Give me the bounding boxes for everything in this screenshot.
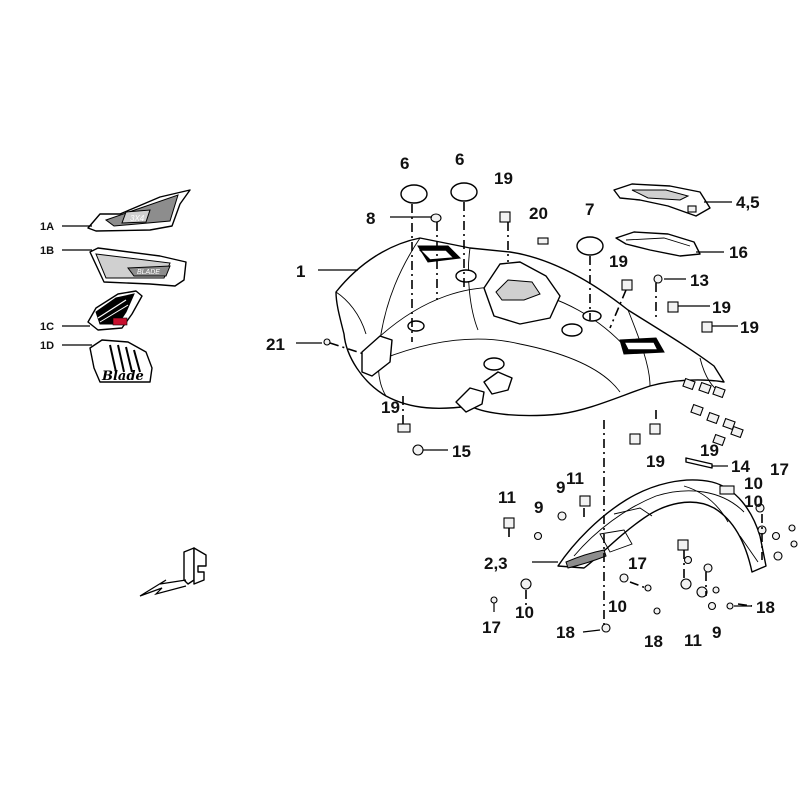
assembly-lines bbox=[329, 202, 763, 628]
callout-18c: 18 bbox=[756, 598, 775, 617]
clip-nuts-19 bbox=[397, 211, 713, 445]
callout-7: 7 bbox=[585, 200, 594, 219]
callout-19b: 19 bbox=[609, 252, 628, 271]
callout-10c: 10 bbox=[744, 474, 763, 493]
strip-14 bbox=[685, 457, 713, 469]
cap-7 bbox=[576, 236, 604, 256]
callout-19e: 19 bbox=[381, 398, 400, 417]
gasket-16 bbox=[615, 231, 701, 257]
decal-1d: Blade bbox=[89, 339, 153, 384]
label-1b: 1B bbox=[40, 245, 54, 257]
callout-21: 21 bbox=[266, 335, 285, 354]
cap-6a bbox=[400, 184, 428, 204]
callout-2-3: 2,3 bbox=[484, 554, 508, 573]
callout-1: 1 bbox=[296, 262, 305, 281]
callout-18b: 18 bbox=[644, 632, 663, 651]
callout-13: 13 bbox=[690, 271, 709, 290]
clip-20 bbox=[537, 237, 549, 245]
label-1d: 1D bbox=[40, 340, 54, 352]
callout-19a: 19 bbox=[494, 169, 513, 188]
decal-1a: 3X4 bbox=[87, 189, 191, 232]
callout-17a: 17 bbox=[482, 618, 501, 637]
cover-4-5 bbox=[613, 183, 711, 217]
callout-19d: 19 bbox=[740, 318, 759, 337]
callout-19c: 19 bbox=[712, 298, 731, 317]
bolt-15 bbox=[412, 444, 430, 456]
leader-lines bbox=[296, 201, 752, 633]
label-1a: 1A bbox=[40, 221, 54, 233]
decal-1c bbox=[87, 290, 143, 331]
label-1c: 1C bbox=[40, 321, 54, 333]
callout-6b: 6 bbox=[455, 150, 464, 169]
callout-19g: 19 bbox=[700, 441, 719, 460]
nut-13 bbox=[653, 274, 663, 284]
callout-11b: 11 bbox=[566, 469, 584, 488]
callout-11a: 11 bbox=[498, 488, 516, 507]
callout-11c: 11 bbox=[684, 631, 702, 650]
callout-10a: 10 bbox=[515, 603, 534, 622]
inner-fender-liner bbox=[557, 479, 767, 573]
plug-8 bbox=[430, 213, 442, 223]
screw-21 bbox=[323, 338, 331, 346]
callout-9b: 9 bbox=[556, 478, 565, 497]
front-fender-body bbox=[335, 237, 744, 447]
callout-10b: 10 bbox=[608, 597, 627, 616]
callout-17b: 17 bbox=[628, 554, 647, 573]
callout-4-5: 4,5 bbox=[736, 193, 760, 212]
callout-20: 20 bbox=[529, 204, 548, 223]
callout-9c: 9 bbox=[712, 623, 721, 642]
callout-8: 8 bbox=[366, 209, 375, 228]
lower-hardware bbox=[490, 495, 798, 633]
callouts: 1 2,3 4,5 6 6 7 8 9 9 9 10 10 10 10 11 1… bbox=[266, 150, 789, 651]
callout-6a: 6 bbox=[400, 154, 409, 173]
callout-9a: 9 bbox=[534, 498, 543, 517]
callout-17c: 17 bbox=[770, 460, 789, 479]
front-arrow-icon bbox=[139, 547, 207, 597]
decal-1b: BLADE bbox=[89, 247, 187, 287]
svg-text:3X4: 3X4 bbox=[130, 214, 145, 223]
svg-text:Blade: Blade bbox=[101, 369, 144, 384]
svg-text:BLADE: BLADE bbox=[137, 269, 160, 276]
cap-6b bbox=[450, 182, 478, 202]
callout-14: 14 bbox=[731, 457, 750, 476]
callout-10d: 10 bbox=[744, 492, 763, 511]
callout-16: 16 bbox=[729, 243, 748, 262]
callout-15: 15 bbox=[452, 442, 471, 461]
callout-19f: 19 bbox=[646, 452, 665, 471]
callout-18a: 18 bbox=[556, 623, 575, 642]
